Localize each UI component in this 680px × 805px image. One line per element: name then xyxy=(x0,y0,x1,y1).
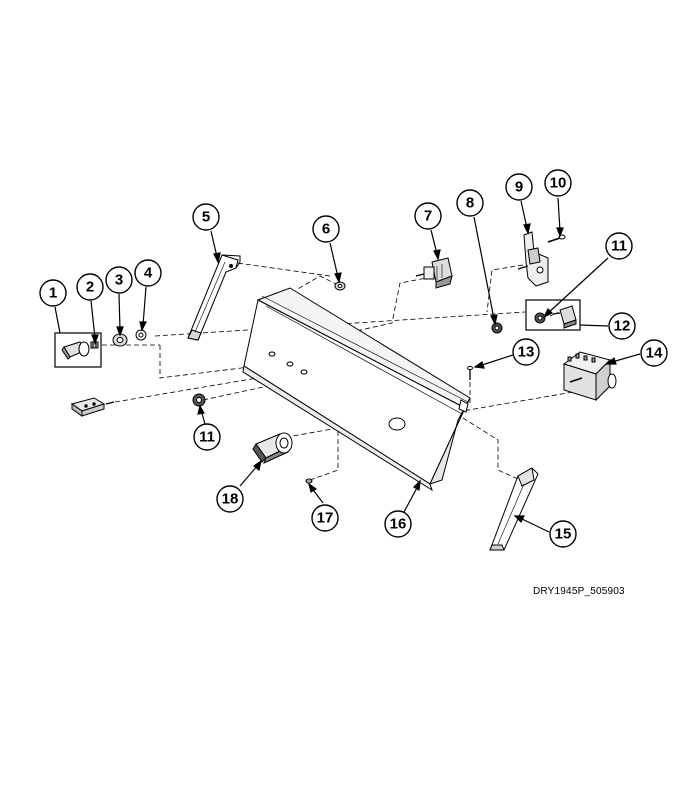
callout-c15: 15 xyxy=(549,520,577,548)
callout-c2: 2 xyxy=(76,273,104,301)
timer-14 xyxy=(562,351,617,402)
callout-c6: 6 xyxy=(312,215,340,243)
svg-text:3: 3 xyxy=(115,272,123,289)
callout-c1: 1 xyxy=(39,279,67,307)
callout-c11a: 11 xyxy=(605,232,633,260)
nut-6 xyxy=(334,281,346,291)
svg-text:17: 17 xyxy=(317,510,334,527)
timer-knob-18 xyxy=(252,432,293,464)
svg-text:10: 10 xyxy=(550,175,567,192)
callout-c7: 7 xyxy=(414,202,442,230)
svg-text:11: 11 xyxy=(611,238,627,255)
knob-1 xyxy=(54,332,102,368)
svg-text:7: 7 xyxy=(424,208,432,225)
svg-text:1: 1 xyxy=(49,285,57,302)
indicator-assembly-11-12 xyxy=(525,299,581,331)
screw-17 xyxy=(305,478,313,484)
callout-c3: 3 xyxy=(105,266,133,294)
callout-c13: 13 xyxy=(512,338,540,366)
svg-text:13: 13 xyxy=(518,344,535,361)
svg-text:6: 6 xyxy=(322,221,330,238)
callout-c11b: 11 xyxy=(193,423,221,451)
callout-c17: 17 xyxy=(311,504,339,532)
callout-c4: 4 xyxy=(134,259,162,287)
svg-text:11: 11 xyxy=(199,429,215,446)
callout-c9: 9 xyxy=(505,173,533,201)
right-end-cap-15 xyxy=(489,467,539,551)
svg-text:5: 5 xyxy=(202,209,210,226)
svg-text:14: 14 xyxy=(646,345,663,362)
svg-text:8: 8 xyxy=(466,195,474,212)
svg-text:12: 12 xyxy=(614,318,631,335)
switch-body-lower-left xyxy=(70,397,115,417)
svg-text:4: 4 xyxy=(144,265,153,282)
screw-13 xyxy=(467,365,473,380)
nut-8 xyxy=(491,322,503,334)
nut-3 xyxy=(112,333,128,347)
callout-c16: 16 xyxy=(384,510,412,538)
callout-c8: 8 xyxy=(456,189,484,217)
callout-c12: 12 xyxy=(608,312,636,340)
drawing-code: DRY1945P_505903 xyxy=(533,586,625,597)
svg-text:2: 2 xyxy=(86,279,94,296)
svg-text:9: 9 xyxy=(515,179,523,196)
svg-text:16: 16 xyxy=(390,516,407,533)
callout-c14: 14 xyxy=(640,339,668,367)
left-end-cap-5 xyxy=(187,254,241,341)
callout-c18: 18 xyxy=(216,485,244,513)
rotary-switch-7 xyxy=(415,257,453,289)
svg-text:15: 15 xyxy=(555,526,572,543)
nut-11-left xyxy=(192,393,206,407)
washer-4 xyxy=(135,329,147,341)
callout-c5: 5 xyxy=(192,203,220,231)
svg-text:18: 18 xyxy=(222,491,239,508)
bracket-9 xyxy=(517,231,549,287)
control-panel-16 xyxy=(242,287,471,492)
screw-10 xyxy=(547,234,566,243)
leader-lines xyxy=(54,197,641,533)
callout-c10: 10 xyxy=(544,169,572,197)
